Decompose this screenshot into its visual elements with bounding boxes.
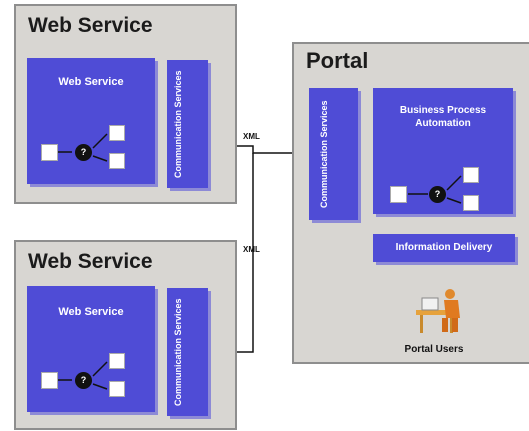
web-service-panel-top: Web Service Web Service ? Communication …: [14, 4, 237, 204]
portal-communication-services-block: Communication Services: [309, 88, 358, 220]
output-node: [463, 195, 479, 211]
web-service-block: Web Service ?: [27, 286, 155, 412]
decision-node: ?: [75, 372, 92, 389]
output-node: [109, 353, 125, 369]
output-node: [109, 125, 125, 141]
xml-label-bottom: XML: [243, 245, 260, 254]
decision-arrows: [58, 361, 108, 390]
web-service-title: Web Service: [28, 250, 153, 273]
communication-services-label: Communication Services: [173, 298, 183, 406]
xml-label-top: XML: [243, 132, 260, 141]
web-service-inner-label: Web Service: [58, 76, 124, 88]
communication-services-block: Communication Services: [167, 60, 208, 188]
information-delivery-label: Information Delivery: [395, 242, 493, 253]
decision-node: ?: [75, 144, 92, 161]
output-node: [109, 381, 125, 397]
web-service-block: Web Service ?: [27, 58, 155, 184]
portal-users-label: Portal Users: [404, 344, 464, 355]
web-service-panel-bottom: Web Service Web Service ? Communication …: [14, 240, 237, 430]
information-delivery-block: Information Delivery: [373, 234, 515, 262]
portal-panel: Portal Communication Services Business P…: [292, 42, 529, 364]
decision-arrows: [408, 175, 462, 204]
portal-title: Portal: [306, 48, 369, 73]
decision-node: ?: [429, 186, 446, 203]
business-process-automation-block: Business Process Automation ?: [373, 88, 513, 214]
portal-communication-services-label: Communication Services: [319, 100, 329, 208]
communication-services-label: Communication Services: [173, 70, 183, 178]
communication-services-block: Communication Services: [167, 288, 208, 416]
output-node: [109, 153, 125, 169]
input-node: [41, 144, 58, 161]
decision-arrows: [58, 133, 108, 162]
web-service-title: Web Service: [28, 14, 153, 37]
output-node: [463, 167, 479, 183]
web-service-inner-label: Web Service: [58, 306, 124, 318]
portal-user-icon: [416, 289, 460, 333]
input-node: [41, 372, 58, 389]
business-process-automation-label: Business Process Automation: [399, 105, 487, 129]
input-node: [390, 186, 407, 203]
